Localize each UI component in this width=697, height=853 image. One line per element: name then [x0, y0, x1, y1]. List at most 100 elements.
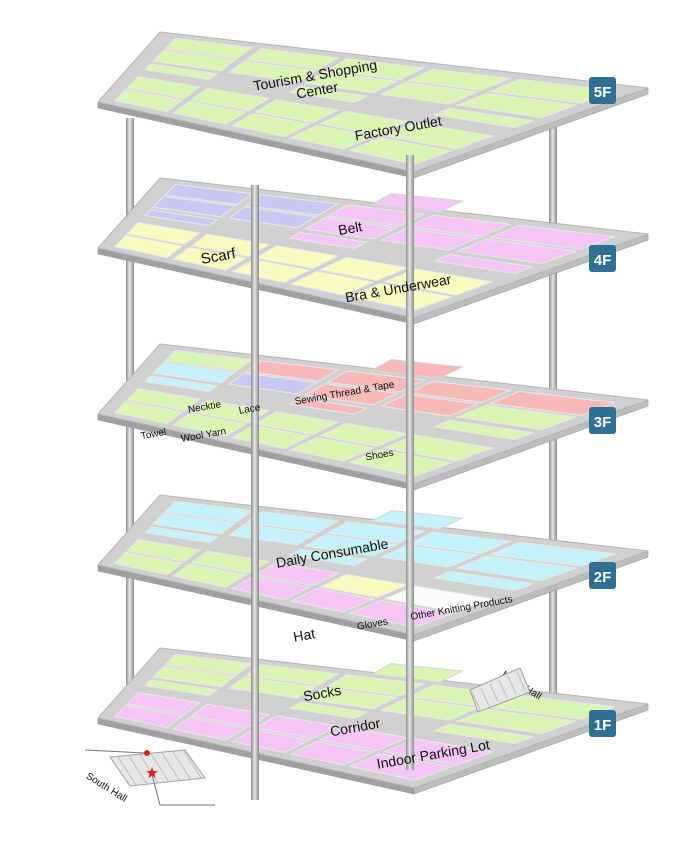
shop-block	[152, 512, 237, 535]
floor-badge-4f-label: 4F	[594, 252, 612, 269]
zone-label-scarf: Scarf	[200, 245, 238, 268]
entrance-star-icon	[146, 767, 158, 778]
shop-block	[326, 521, 426, 544]
pointer-line	[84, 749, 146, 754]
floor-badge-1f-label: 1F	[594, 717, 612, 734]
shop-block	[379, 544, 480, 568]
shop-block	[407, 214, 512, 237]
south-hall-stairs	[109, 749, 206, 787]
shop-block	[488, 541, 616, 567]
stair-landing	[370, 509, 465, 530]
floor-plates	[97, 31, 649, 795]
shop-block	[348, 136, 454, 165]
shop-block	[126, 76, 202, 100]
shop-block	[164, 500, 254, 523]
stair-step	[480, 687, 490, 707]
shop-block	[190, 703, 271, 728]
shop-block	[144, 375, 219, 393]
shop-block	[407, 380, 512, 403]
shop-block	[190, 550, 271, 575]
stair-step	[507, 675, 517, 695]
front-pillar	[251, 185, 259, 800]
shop-block	[455, 555, 577, 582]
zone-label-tourism-line2: Center	[295, 78, 339, 101]
shop-block	[254, 715, 340, 740]
floor-plate-f5	[97, 31, 649, 179]
shop-block	[288, 548, 369, 566]
floor-badge-2f	[589, 562, 616, 589]
shop-block	[144, 526, 219, 544]
shop-block	[164, 653, 254, 676]
shop-block	[190, 233, 271, 258]
shop-block	[152, 361, 237, 384]
shop-block	[164, 349, 254, 372]
shop-block	[288, 231, 369, 249]
shop-block	[172, 716, 248, 741]
floor-badge-5f-label: 5F	[594, 84, 612, 101]
shop-block	[432, 107, 534, 129]
shop-block	[303, 534, 399, 557]
shop-block	[432, 723, 534, 745]
shop-block	[318, 726, 410, 752]
stair-landing	[370, 662, 465, 683]
floor-badge-3f	[589, 407, 616, 434]
shop-block	[288, 397, 369, 415]
stair-step	[498, 679, 508, 699]
shop-block	[432, 253, 534, 275]
shop-block	[172, 100, 248, 125]
shop-block	[318, 422, 410, 448]
zone-label-shoes: Shoes	[365, 448, 395, 464]
floor-badge-2f-label: 2F	[594, 569, 612, 586]
shop-block	[245, 48, 340, 70]
shop-block	[303, 383, 399, 406]
shop-block	[126, 692, 202, 716]
shop-block	[113, 400, 184, 425]
shop-block	[326, 204, 426, 227]
shop-block	[318, 110, 410, 136]
shop-block	[288, 85, 369, 103]
shop-block	[164, 183, 254, 206]
floor-badge-3f-label: 3F	[594, 414, 612, 431]
floor-badge-1f	[589, 710, 616, 737]
shop-block	[152, 665, 237, 688]
shop-block	[126, 222, 202, 246]
stair-step	[471, 691, 481, 711]
shop-block	[144, 63, 219, 81]
floor-plate-f3	[97, 343, 649, 491]
shop-block	[164, 37, 254, 60]
shop-block	[407, 531, 512, 554]
shop-block	[190, 399, 271, 424]
stair-step	[139, 754, 159, 784]
shop-block	[432, 419, 534, 441]
shop-block	[348, 282, 454, 311]
entrance-dot-icon	[144, 750, 150, 756]
stair-step	[516, 671, 526, 691]
shop-block	[144, 679, 219, 697]
shop-block	[144, 209, 219, 227]
shop-block	[407, 68, 512, 91]
shop-block	[488, 224, 616, 250]
shop-block	[190, 87, 271, 112]
shop-block	[254, 562, 340, 587]
shop-block	[126, 539, 202, 563]
shop-block	[288, 701, 369, 719]
stair-step	[489, 683, 499, 703]
front-pillar	[406, 155, 414, 770]
shop-block	[289, 740, 376, 766]
zone-label-lace: Lace	[238, 402, 262, 417]
shop-block	[289, 587, 376, 613]
shop-block	[254, 99, 340, 124]
shop-block	[379, 81, 480, 105]
shop-block	[303, 217, 399, 240]
shop-block	[326, 370, 426, 393]
shop-block	[382, 122, 495, 150]
shop-block	[172, 246, 248, 271]
zone-label-belt: Belt	[337, 218, 364, 238]
zone-label-socks: Socks	[302, 682, 342, 704]
shop-block	[289, 436, 376, 462]
shop-block	[455, 708, 577, 735]
shop-block	[254, 245, 340, 270]
floor-badge-5f	[589, 77, 616, 104]
